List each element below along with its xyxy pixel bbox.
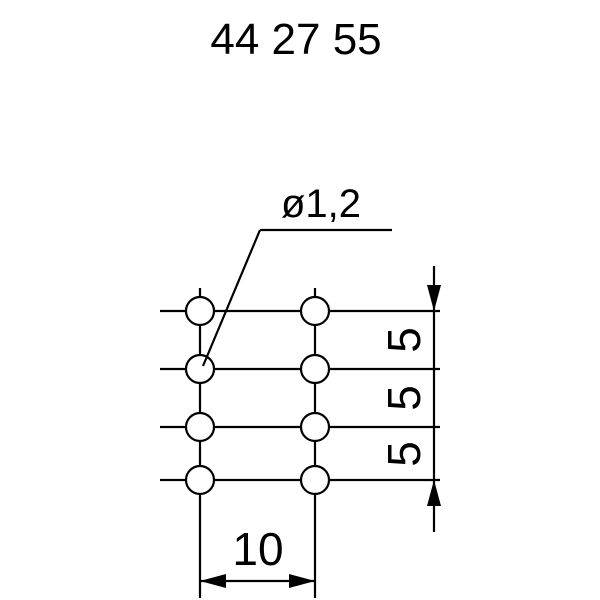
hole (299, 411, 331, 443)
hole (299, 464, 331, 496)
column-centerlines (198, 288, 317, 598)
hole (299, 295, 331, 327)
hole (184, 353, 216, 385)
arrow-up-icon (427, 480, 441, 506)
arrow-right-icon (289, 574, 315, 588)
hole-diameter-label: ø1,2 (281, 182, 361, 226)
hole (184, 464, 216, 496)
vertical-dimension-label-3: 5 (378, 441, 430, 467)
leader-line (201, 229, 262, 367)
vertical-dimension: 5 5 5 (378, 266, 441, 532)
arrow-down-icon (427, 285, 441, 311)
hole (184, 295, 216, 327)
hole-grid (184, 295, 331, 496)
hole (299, 353, 331, 385)
diameter-callout: ø1,2 (201, 182, 392, 367)
horizontal-dimension: 10 (200, 523, 315, 588)
horizontal-dimension-label: 10 (232, 523, 283, 575)
arrow-left-icon (200, 574, 226, 588)
hole (184, 411, 216, 443)
vertical-dimension-label-1: 5 (378, 327, 430, 353)
vertical-dimension-label-2: 5 (378, 385, 430, 411)
part-number: 44 27 55 (210, 15, 381, 64)
